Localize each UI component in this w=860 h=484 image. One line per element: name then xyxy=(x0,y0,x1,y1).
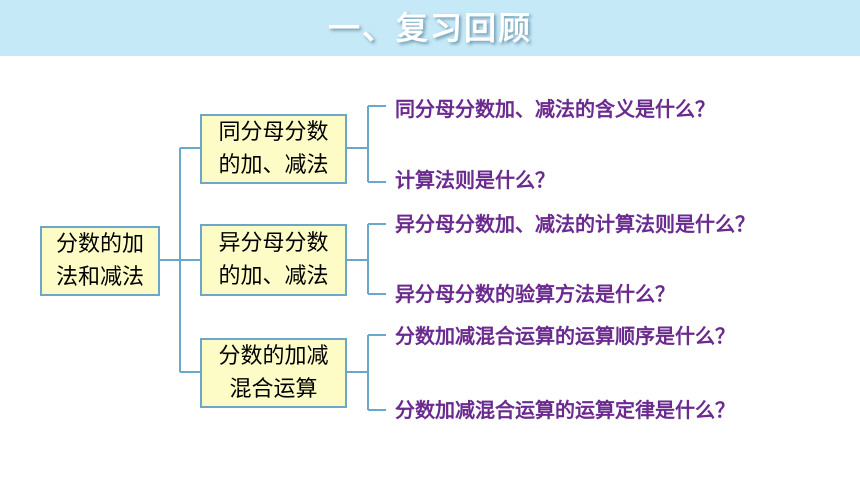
header-bar xyxy=(0,0,860,56)
root-node: 分数的加法和减法 xyxy=(40,226,160,296)
branch-node-mixed-operations: 分数的加减混合运算 xyxy=(200,338,347,408)
question-text: 异分母分数的验算方法是什么？ xyxy=(395,282,675,306)
root-label: 分数的加法和减法 xyxy=(55,232,144,290)
question-text: 分数加减混合运算的运算定律是什么？ xyxy=(395,398,735,422)
branch-node-same-denominator: 同分母分数的加、减法 xyxy=(200,114,347,184)
page-title: 一、复习回顾 xyxy=(327,9,532,47)
question-text: 计算法则是什么？ xyxy=(395,168,555,192)
branch-label: 异分母分数的加、减法 xyxy=(218,231,329,289)
question-text: 异分母分数加、减法的计算法则是什么？ xyxy=(395,212,755,236)
question-text: 同分母分数加、减法的含义是什么？ xyxy=(395,97,715,121)
branch-label: 分数的加减混合运算 xyxy=(218,344,329,402)
branch-label: 同分母分数的加、减法 xyxy=(218,120,329,178)
branch-node-different-denominator: 异分母分数的加、减法 xyxy=(200,224,347,296)
question-text: 分数加减混合运算的运算顺序是什么？ xyxy=(395,324,735,348)
